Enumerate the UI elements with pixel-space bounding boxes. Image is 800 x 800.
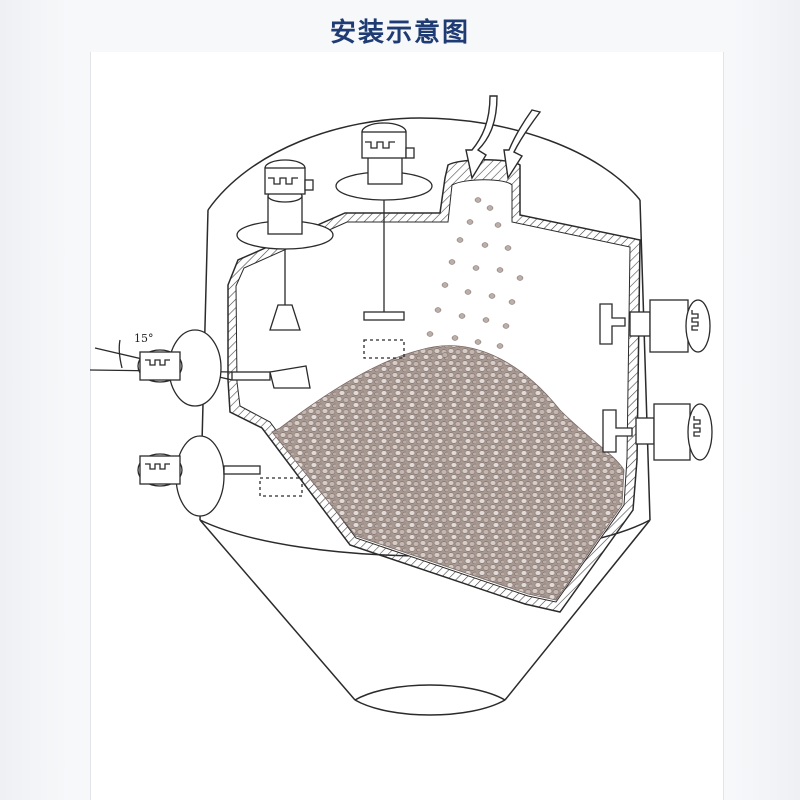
side-switch-lower-left bbox=[137, 435, 303, 517]
inlet-arrow-right-icon bbox=[503, 109, 542, 180]
falling-granules bbox=[426, 197, 524, 358]
side-switch-right-lower bbox=[602, 403, 713, 461]
cone-right bbox=[504, 519, 651, 701]
material-heap bbox=[271, 345, 625, 601]
outlet-rim bbox=[354, 684, 506, 701]
inlet-arrow-left-icon bbox=[465, 95, 498, 180]
top-paddle-switch-left bbox=[236, 159, 334, 331]
side-switch-tilted bbox=[89, 329, 311, 407]
side-switch-right-upper bbox=[599, 299, 711, 353]
cone-bottom bbox=[354, 699, 506, 716]
top-rod-switch-center bbox=[335, 122, 433, 359]
tilt-angle-label: 15° bbox=[134, 332, 154, 345]
page-title: 安装示意图 bbox=[329, 18, 470, 48]
silo-top-edge bbox=[207, 117, 641, 211]
cone-left bbox=[199, 519, 356, 701]
inlet-arrow-icons bbox=[465, 95, 542, 180]
silo-right-wall bbox=[639, 199, 651, 521]
